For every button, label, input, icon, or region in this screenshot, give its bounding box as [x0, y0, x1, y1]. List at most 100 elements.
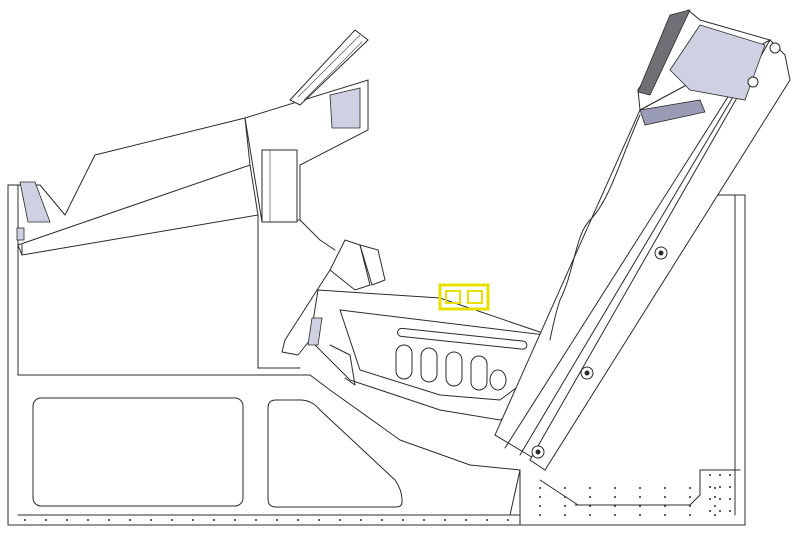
rail-bolt-upper	[747, 76, 759, 88]
rivet	[639, 487, 641, 489]
rivet	[213, 519, 215, 521]
rivet	[589, 487, 591, 489]
rivet	[444, 519, 446, 521]
lower-fuselage	[7, 184, 746, 526]
rivet	[507, 519, 509, 521]
ejection-handle-left-grip	[445, 290, 461, 304]
rivet	[664, 514, 666, 516]
floor-curve	[309, 374, 521, 471]
center-access-panel	[267, 399, 403, 508]
right-lower-frame	[519, 469, 741, 526]
rivet	[729, 498, 731, 500]
rivet	[709, 510, 711, 512]
combiner-edge-2	[303, 41, 363, 101]
handle-shade	[307, 317, 323, 346]
fuselage-outline	[7, 184, 746, 526]
rivet	[150, 519, 152, 521]
rivet	[381, 519, 383, 521]
rivet	[714, 496, 716, 498]
rivet	[709, 486, 711, 488]
rivet	[709, 498, 711, 500]
rivet	[402, 519, 404, 521]
seat-knob	[489, 369, 507, 391]
rail-bolt-3-center	[535, 449, 541, 455]
hud-shade	[329, 87, 361, 129]
rivet	[589, 514, 591, 516]
rivet	[87, 519, 89, 521]
rivet	[639, 514, 641, 516]
headbox-dark-panel	[637, 9, 691, 96]
hud-assembly	[244, 29, 369, 251]
rivet	[689, 487, 691, 489]
rivet	[564, 514, 566, 516]
rivet	[664, 505, 666, 507]
seat-slot-1	[395, 344, 413, 380]
rail-foot	[509, 469, 521, 516]
bottom-rivet-row	[24, 519, 509, 521]
rivet	[564, 496, 566, 498]
seat-leg-bracket	[329, 344, 356, 386]
rivet	[108, 519, 110, 521]
leg-guard-inner	[359, 244, 386, 286]
headbox-lower-shade	[639, 99, 706, 126]
seat-slot-3	[445, 351, 463, 387]
rivet	[614, 496, 616, 498]
rivet	[24, 519, 26, 521]
seat-front-handle	[281, 269, 331, 356]
rivet	[729, 474, 731, 476]
frame-brace	[539, 479, 579, 506]
rivet	[639, 505, 641, 507]
rivet	[614, 487, 616, 489]
rivet	[465, 519, 467, 521]
rivet	[664, 487, 666, 489]
rivet	[539, 487, 541, 489]
rivet	[276, 519, 278, 521]
rivet	[297, 519, 299, 521]
rivet	[614, 514, 616, 516]
seat-slot-4	[470, 355, 488, 391]
ejection-handle-frame	[438, 283, 490, 311]
rivet	[486, 519, 488, 521]
rivet	[729, 486, 731, 488]
rivet	[664, 496, 666, 498]
rivet	[729, 510, 731, 512]
rivet	[539, 505, 541, 507]
rivet	[318, 519, 320, 521]
ejection-handle	[438, 283, 490, 311]
rivet	[192, 519, 194, 521]
rivet	[719, 510, 721, 512]
rivet	[171, 519, 173, 521]
front-console	[7, 117, 259, 256]
rivet	[339, 519, 341, 521]
seat-back-rail	[494, 9, 791, 516]
rivet	[423, 519, 425, 521]
rivet	[689, 514, 691, 516]
rivet	[719, 486, 721, 488]
ejection-handle-right-grip	[467, 290, 483, 304]
rivet	[66, 519, 68, 521]
rivet	[714, 514, 716, 516]
seat-rail	[397, 327, 528, 350]
ejection-seat	[281, 239, 579, 421]
rail-bolt-2-center	[584, 370, 590, 376]
rivet	[589, 496, 591, 498]
seat-slot-2	[420, 347, 438, 383]
rivet	[614, 505, 616, 507]
headbox-shade	[669, 24, 766, 101]
console-body	[17, 164, 259, 256]
hud-combiner	[289, 29, 369, 106]
rail-bolt-1-center	[658, 250, 664, 256]
rivet	[589, 505, 591, 507]
rivet	[539, 496, 541, 498]
rivet	[255, 519, 257, 521]
rail-inner-line-2	[504, 69, 746, 449]
rivet	[564, 487, 566, 489]
rivet	[360, 519, 362, 521]
shade-left-wedge	[19, 181, 51, 223]
hud-cable	[299, 219, 336, 251]
left-access-panel	[32, 397, 244, 507]
rail-inner-line	[519, 59, 756, 456]
rivet	[709, 474, 711, 476]
